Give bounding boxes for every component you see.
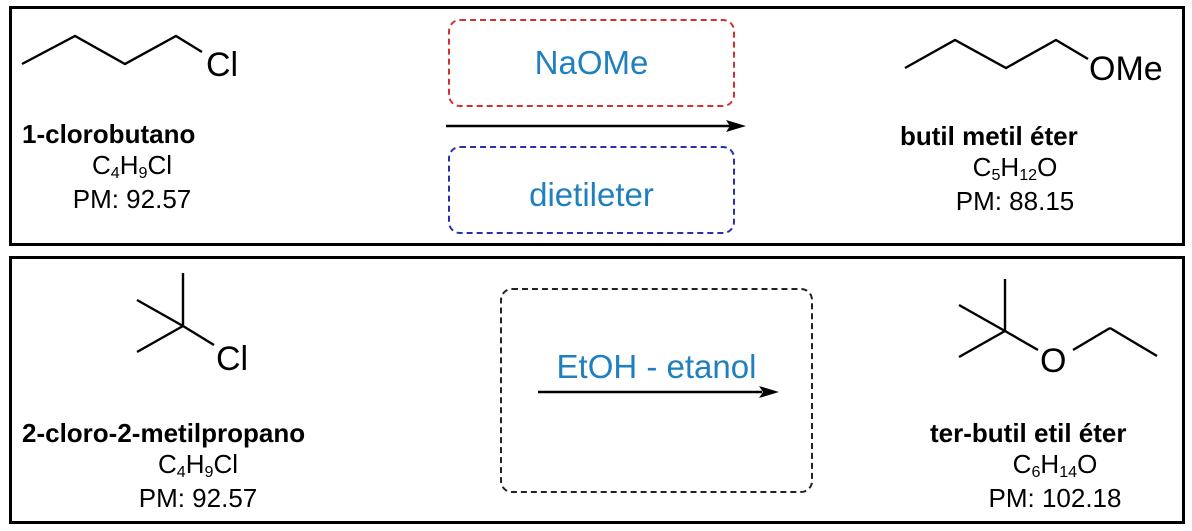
product1-name: butil metil éter [900,121,1078,151]
product1-formula: C5H12O [972,152,1058,185]
reactant1-atom-cl: Cl [206,46,239,84]
reactant1-pm: PM: 92.57 [72,184,192,214]
reactant1-name: 1-clorobutano [22,119,196,149]
product1-pm: PM: 88.15 [955,186,1075,216]
reaction-panel-2 [9,256,1185,524]
reactant2-pm: PM: 92.57 [138,483,258,513]
reactant2-atom-cl: Cl [216,340,249,378]
reaction-panel-1 [9,6,1185,246]
conditions-label: EtOH - etanol [556,348,757,385]
product2-formula: C6H14O [1012,449,1098,482]
product1-atom-ome: OMe [1089,50,1163,88]
tert-butyl-ethyl-ether-bonds [958,279,1158,359]
butyl-methyl-ether-bonds [904,38,1089,70]
reactant2-name: 2-cloro-2-metilpropano [22,418,306,448]
reagent-box [448,19,735,107]
reaction2-arrowhead [759,386,779,398]
conditions-box [500,288,813,493]
chlorobutane-bonds [21,34,203,66]
product2-pm: PM: 102.18 [988,483,1122,513]
tert-butyl-chloride-bonds [136,273,215,354]
reactant1-formula: C4H9Cl [91,150,173,183]
solvent-box [448,146,735,234]
reactant2-formula: C4H9Cl [157,449,239,482]
reagent-label: NaOMe [534,44,649,81]
product2-atom-o: O [1040,342,1067,380]
solvent-label: dietileter [529,176,654,213]
reaction1-arrowhead [726,120,746,132]
product2-name: ter-butil etil éter [930,418,1127,448]
